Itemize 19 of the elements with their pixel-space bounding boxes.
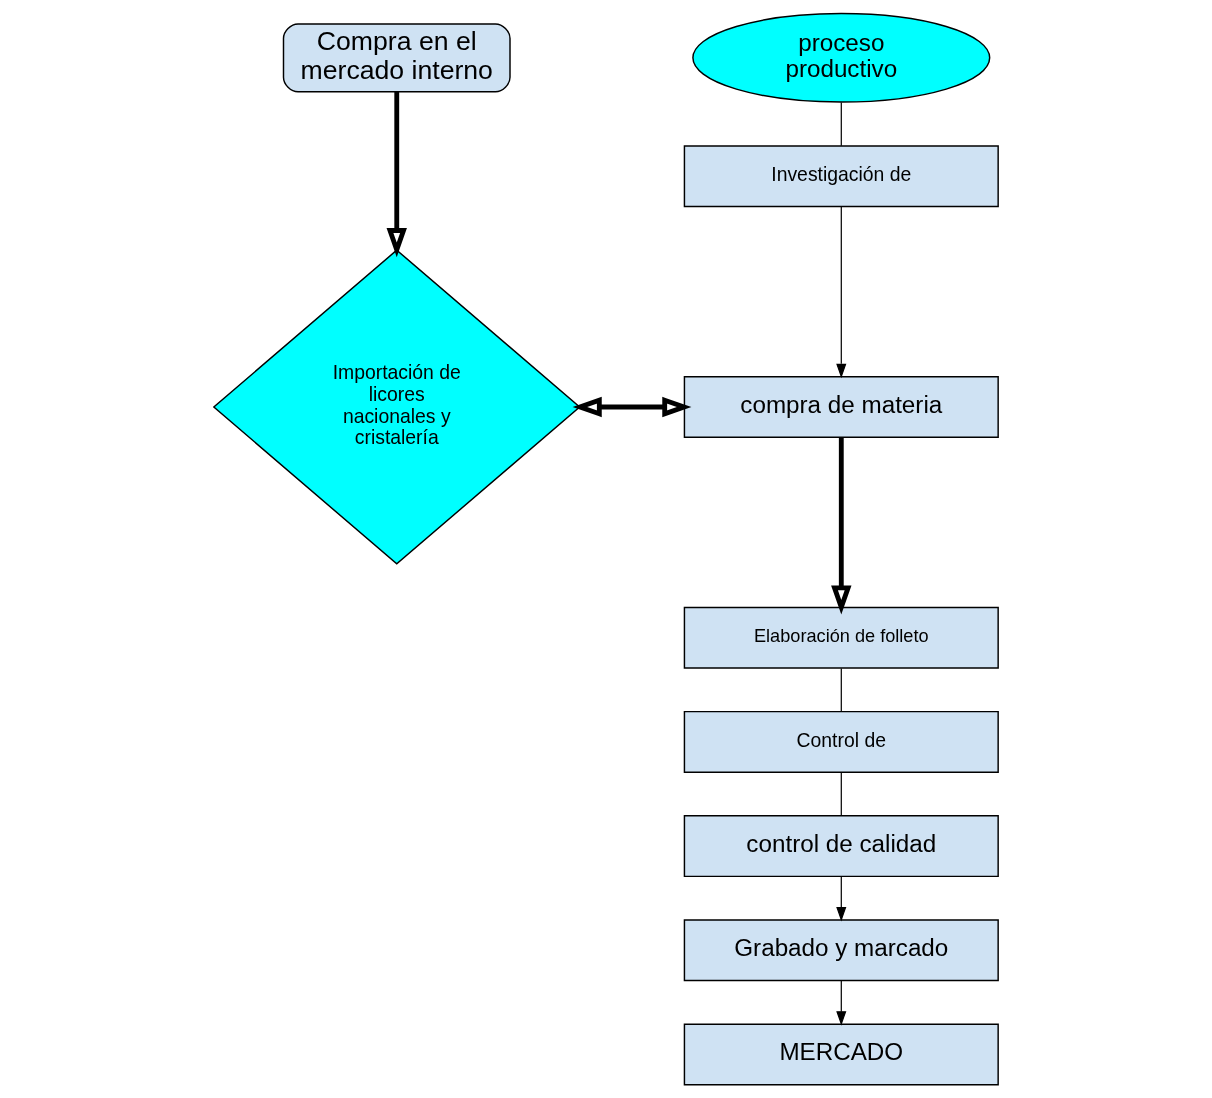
node-ellipse: proceso productivo [692, 12, 991, 103]
connector [840, 667, 842, 712]
node-box: Compra en el mercado interno [282, 23, 511, 93]
node-box: Control de [683, 710, 999, 773]
node-box: compra de materia [683, 376, 999, 438]
connector [840, 101, 842, 147]
node-box: MERCADO [683, 1023, 999, 1086]
node-box: Grabado y marcado [683, 919, 999, 982]
node-box: Investigación de [683, 145, 999, 208]
arrow [831, 437, 852, 615]
node-box: control de calidad [683, 815, 999, 878]
arrow [572, 396, 692, 418]
arrow [836, 876, 847, 922]
arrow [386, 91, 407, 258]
node-diamond: Importación de licores nacionales y cristalería [212, 249, 581, 565]
arrow [836, 980, 847, 1026]
connector [840, 771, 842, 817]
arrow [836, 206, 847, 379]
node-box: Elaboración de folleto [683, 606, 999, 669]
